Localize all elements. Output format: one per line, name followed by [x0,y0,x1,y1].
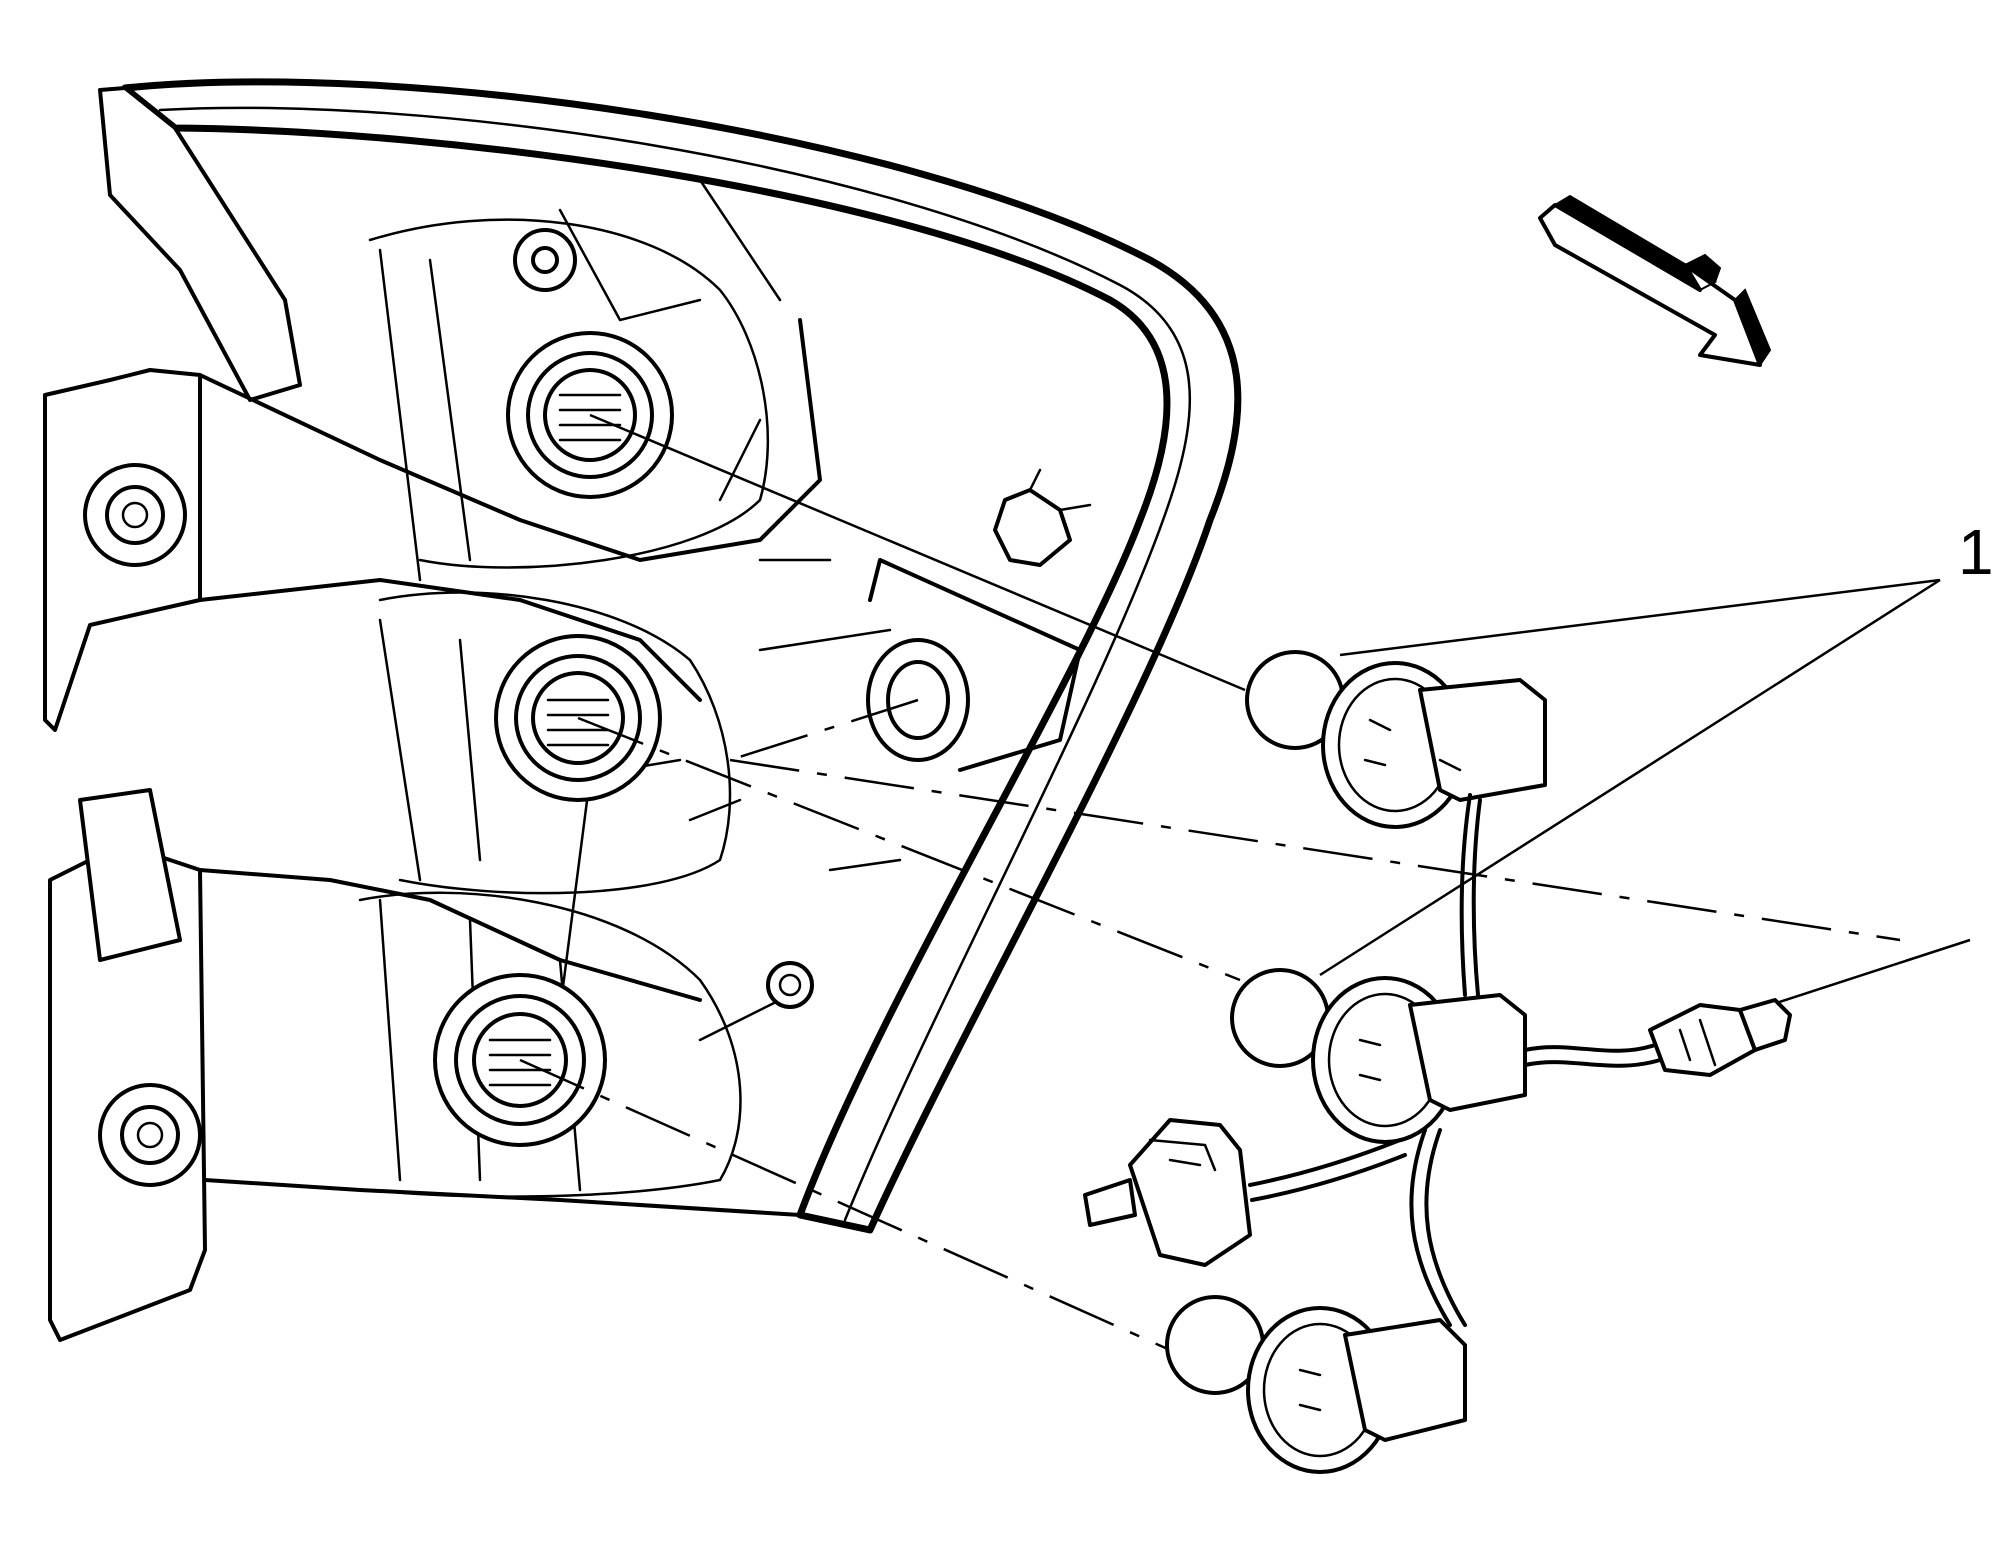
upper-socket-alignment-line [589,413,1246,692]
lower-bulb-socket-assembly [1165,1295,1467,1474]
wire-to-connector-2 [1250,1153,1407,1202]
upper-bulb-socket-assembly [1245,650,1547,829]
direction-arrow-shadow [1553,194,1772,368]
housing-grommet [866,558,1082,772]
lens-inner-rim [158,106,1192,1222]
middle-reflector-cavity [378,591,732,895]
harness-wires [1248,793,1662,1327]
wire-to-upper-socket [1459,793,1472,997]
lower-reflector-cavity [358,891,742,1198]
upper-vertical-bracket [98,86,302,402]
grommet-leader-a [729,698,919,762]
callout-label: 1 [1958,516,1994,588]
upper-retaining-clip [993,468,1092,567]
lower-socket-body [1343,1318,1467,1442]
upper-socket-body [1418,678,1547,802]
wire-to-side-marker-2 [1523,1058,1662,1068]
harness-connector [1083,1118,1252,1267]
upper-screw-boss [513,228,577,292]
upper-reflector-cavity [368,218,770,569]
lens-outer-rim [121,78,1242,1234]
front-direction-arrow-icon [1538,194,1772,368]
connector-latch [1083,1178,1137,1227]
alignment-leaders [519,413,1901,1352]
wire-to-upper-socket-2 [1471,798,1482,997]
direction-arrow-outline [1538,203,1762,367]
lower-mounting-stud [98,1083,202,1187]
connector-body [1128,1118,1252,1267]
callout-1: 1 [1319,516,1994,1007]
lower-socket-alignment-line [519,1058,1171,1352]
middle-socket-alignment-line [577,716,1241,982]
wire-to-lower-socket [1409,1128,1452,1327]
callout-leader-upper-bulb [1339,578,1941,657]
wire-to-side-marker [1523,1043,1657,1053]
upper-mounting-stud [83,463,187,567]
middle-socket-body [1408,993,1527,1112]
housing-body-outline [198,318,822,1217]
lower-retaining-clip [766,961,814,1009]
side-marker-bulb-tip [1738,998,1792,1052]
callout-leader-middle-bulb [1319,578,1941,977]
wire-to-connector [1248,1138,1402,1187]
lower-vertical-bracket [78,788,182,962]
callout-leader-side-marker [1769,938,1971,1007]
side-marker-socket [1648,998,1792,1077]
grommet-leader-b [729,758,1901,942]
wire-to-lower-socket-2 [1424,1128,1467,1327]
middle-bulb-socket-assembly [1230,968,1527,1144]
side-marker-socket-body [1648,1003,1757,1077]
